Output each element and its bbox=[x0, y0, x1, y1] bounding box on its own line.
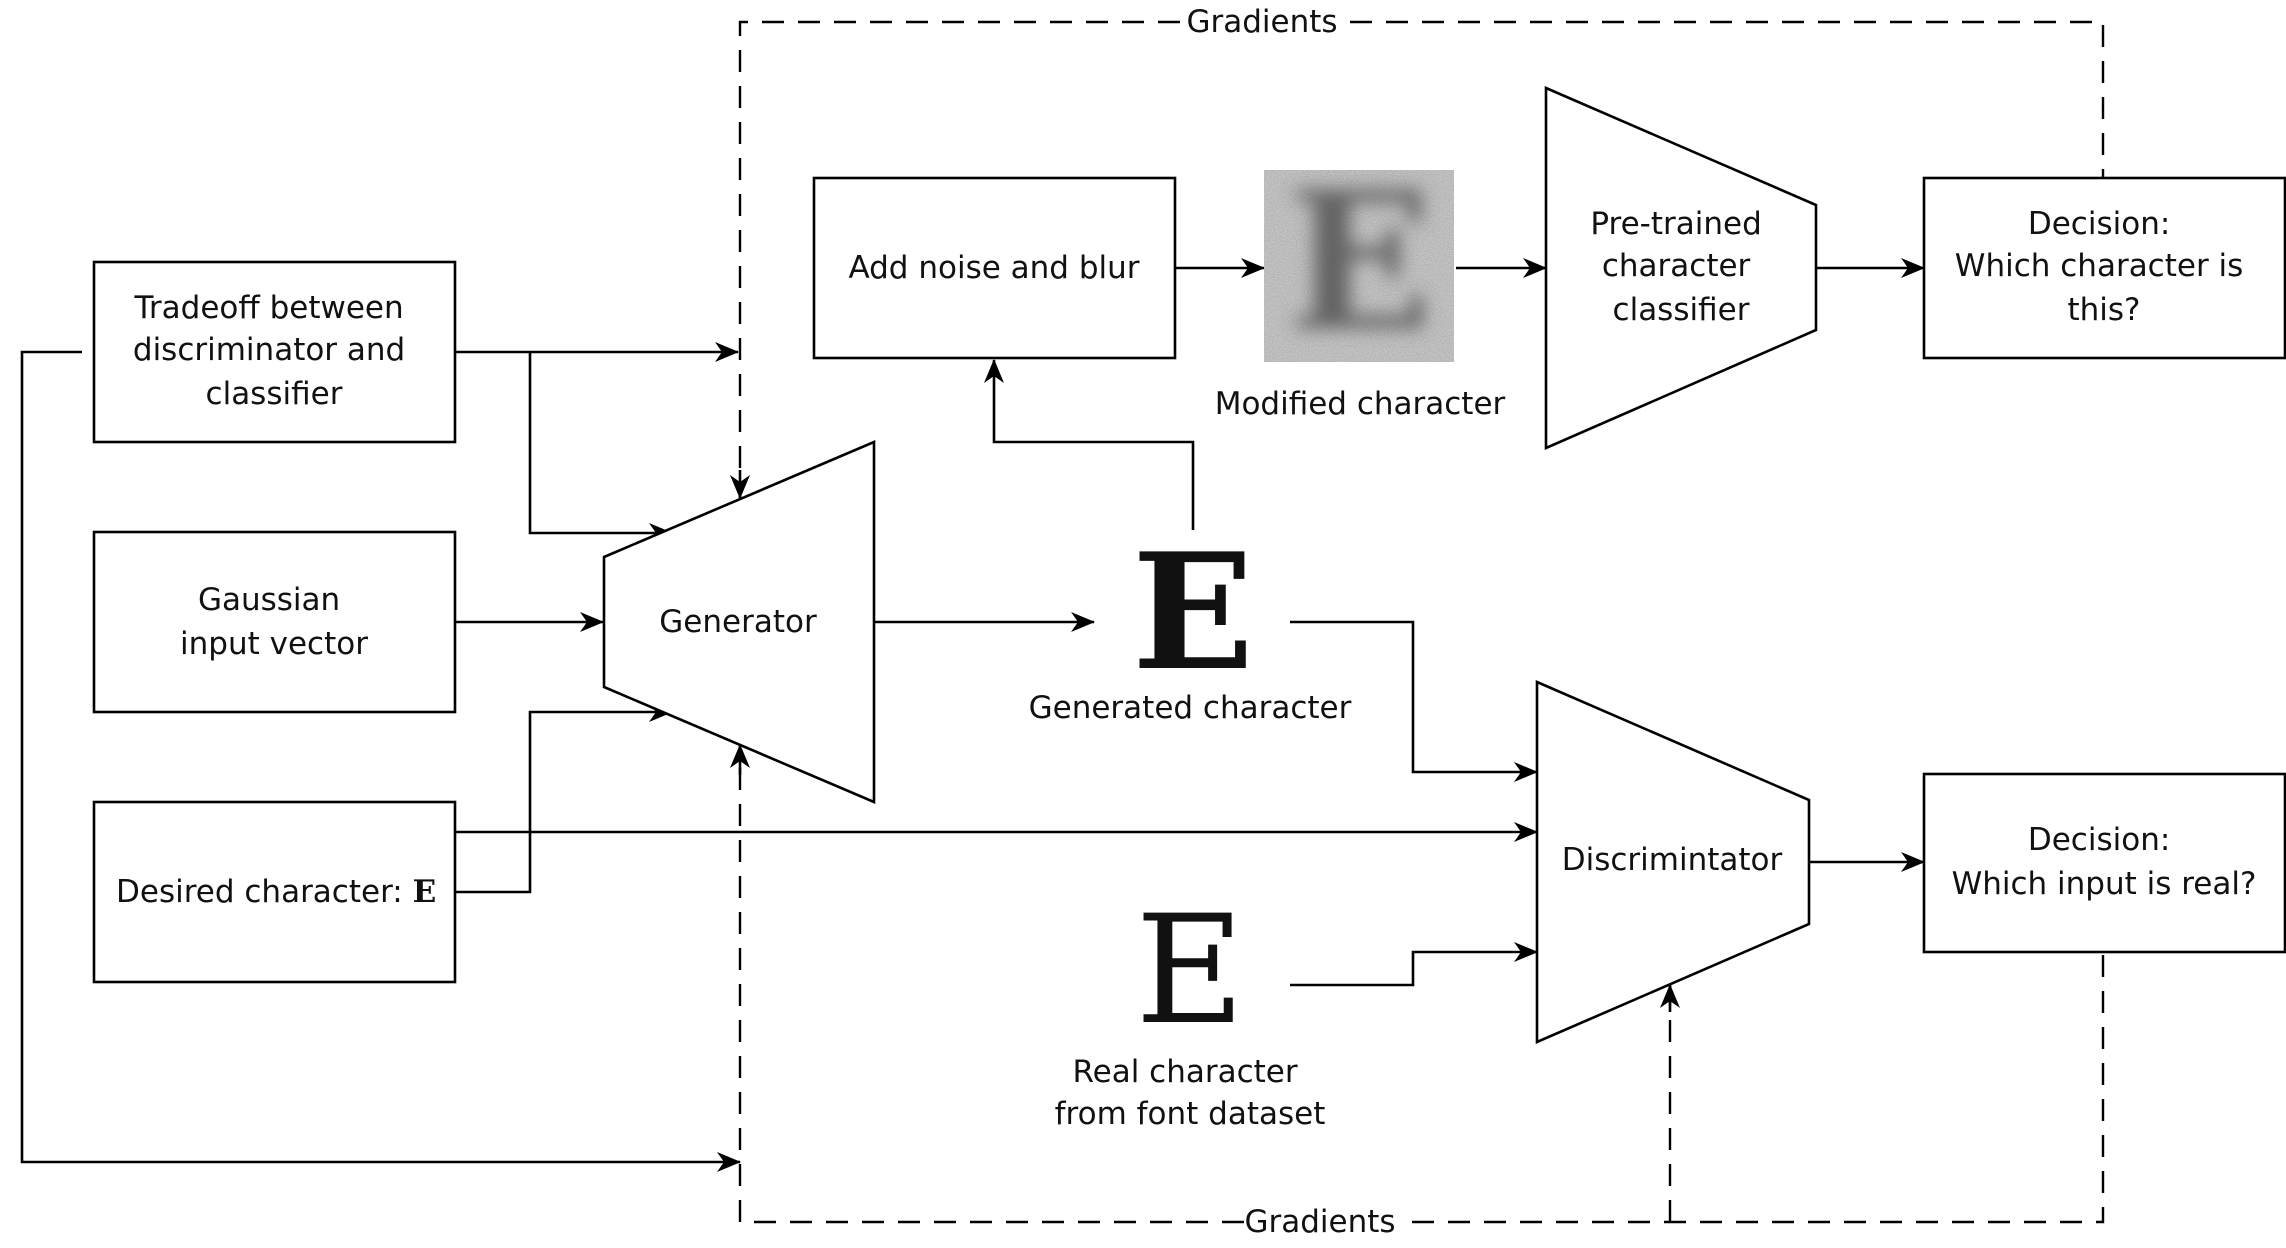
gradient-loop-bottom bbox=[738, 745, 2105, 1224]
tradeoff-bypass-line bbox=[20, 350, 741, 1172]
generated-to-noise-arrow bbox=[984, 359, 1195, 530]
classifier-label: Pre-trained character classifier bbox=[1590, 206, 1771, 328]
add-noise-label: Add noise and blur bbox=[848, 250, 1139, 286]
tradeoff-to-generator-arrow bbox=[528, 352, 673, 543]
modified-character-image: E bbox=[1264, 150, 1454, 373]
generated-character-caption: Generated character bbox=[1029, 690, 1352, 726]
gaussian-box bbox=[92, 530, 457, 714]
decision-real-box bbox=[1922, 772, 2286, 954]
gradient-loop-top-right bbox=[1350, 20, 2105, 178]
real-character-caption: Real character from font dataset bbox=[1055, 1054, 1326, 1132]
desired-to-generator-arrow bbox=[455, 702, 673, 894]
generator-block bbox=[602, 440, 876, 804]
classifier-block bbox=[1544, 86, 1818, 450]
svg-text:E: E bbox=[1288, 150, 1433, 373]
desired-character-label: Desired character: E bbox=[116, 874, 436, 910]
discriminator-label: Discrimintator bbox=[1562, 842, 1783, 878]
decision-real-label: Decision: Which input is real? bbox=[1952, 822, 2257, 902]
generated-to-discriminator-arrow bbox=[1290, 620, 1538, 782]
generated-character-glyph: E bbox=[1132, 518, 1254, 706]
gaussian-label: Gaussian input vector bbox=[180, 582, 368, 662]
decision-character-box bbox=[1922, 176, 2286, 360]
real-character-glyph: E bbox=[1135, 884, 1245, 1058]
tradeoff-box bbox=[92, 260, 457, 444]
discriminator-block bbox=[1535, 680, 1811, 1044]
generator-label: Generator bbox=[659, 604, 817, 640]
gradients-label-bottom: Gradients bbox=[1244, 1204, 1395, 1240]
modified-character-caption: Modified character bbox=[1215, 386, 1506, 422]
gradients-label-top: Gradients bbox=[1186, 4, 1337, 40]
gradient-loop-top-left bbox=[738, 20, 1180, 498]
real-to-discriminator-arrow bbox=[1290, 942, 1538, 987]
desired-character-box bbox=[92, 800, 457, 984]
add-noise-box bbox=[812, 176, 1177, 360]
tradeoff-label: Tradeoff between discriminator and class… bbox=[133, 290, 415, 412]
decision-character-label: Decision: Which character is this? bbox=[1955, 206, 2253, 328]
